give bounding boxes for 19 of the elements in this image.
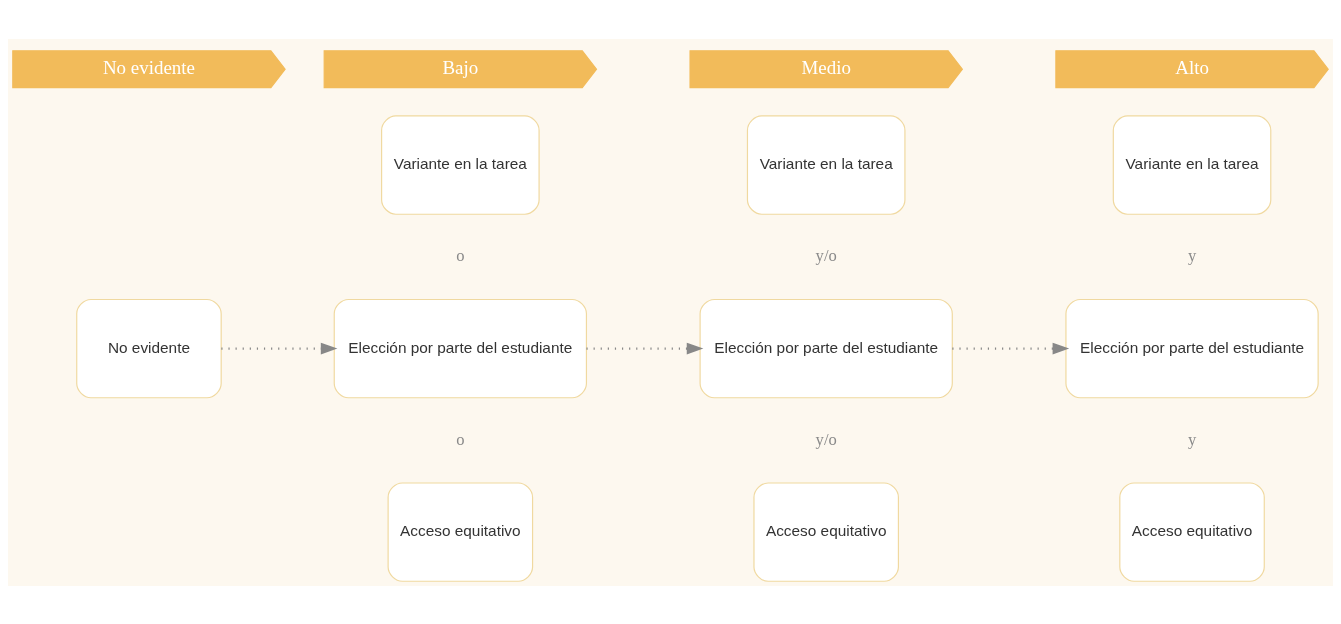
node-box: Elección por parte del estudiante xyxy=(333,298,588,398)
label: o xyxy=(456,429,465,449)
label: y/o xyxy=(815,245,837,265)
node-box: Acceso equitativo xyxy=(753,481,899,582)
node-box: Elección por parte del estudiante xyxy=(1065,298,1319,398)
node-box: Elección por parte del estudiante xyxy=(699,298,953,398)
arrow xyxy=(952,342,1070,354)
node-box: Variante en la tarea xyxy=(381,114,540,215)
node-box: No evidente xyxy=(76,298,222,398)
node-box: Acceso equitativo xyxy=(387,481,534,582)
arrow xyxy=(221,342,338,354)
node-box: Acceso equitativo xyxy=(1119,481,1265,582)
label: y xyxy=(1187,429,1197,449)
label: y/o xyxy=(815,429,837,449)
node-box: Variante en la tarea xyxy=(1112,114,1272,215)
node-box: Variante en la tarea xyxy=(746,114,906,215)
label: o xyxy=(456,245,465,265)
label: y xyxy=(1187,245,1197,265)
arrow xyxy=(586,342,704,354)
